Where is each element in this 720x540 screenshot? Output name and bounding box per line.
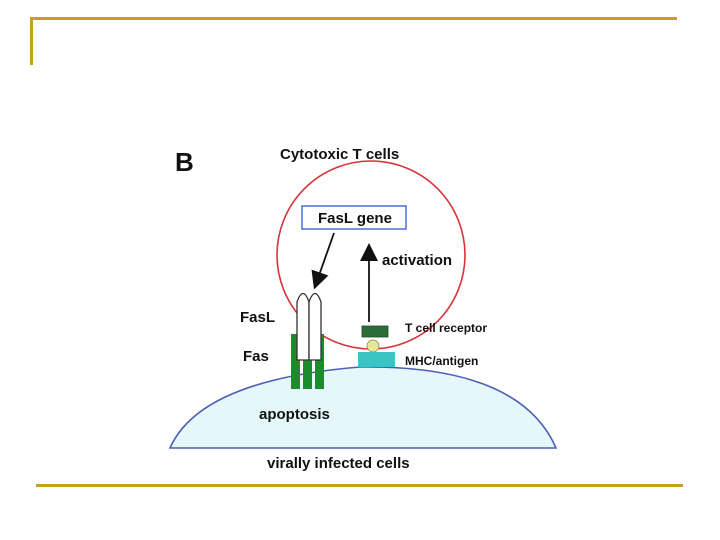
mhc-molecule xyxy=(358,352,395,367)
gene-to-fasl-arrow xyxy=(311,232,335,290)
fas-receptor-bar xyxy=(315,334,324,389)
fasl-gene-label: FasL gene xyxy=(318,210,392,227)
antigen xyxy=(366,339,380,353)
panel-letter: B xyxy=(175,147,194,177)
fasl-ligand xyxy=(296,292,310,361)
cytotoxic-t-cells-label: Cytotoxic T cells xyxy=(280,146,399,163)
slide-frame-top-rule xyxy=(30,17,677,20)
fas-label: Fas xyxy=(243,348,269,365)
apoptosis-label: apoptosis xyxy=(259,406,330,423)
fas-receptor-bar xyxy=(291,334,300,389)
fasl-label: FasL xyxy=(240,309,275,326)
t-cell-receptor xyxy=(361,325,389,338)
slide-frame-bottom-rule xyxy=(36,484,683,487)
activation-label: activation xyxy=(382,252,452,269)
fasl-ligand xyxy=(308,292,322,361)
mhc-antigen-label: MHC/antigen xyxy=(405,354,478,368)
virally-infected-cells-label: virally infected cells xyxy=(267,455,410,472)
t-cell-receptor-label: T cell receptor xyxy=(405,321,487,335)
fasl-gene-box xyxy=(301,205,407,230)
slide-frame-left-rule xyxy=(30,17,33,65)
fas-receptor-bar xyxy=(303,334,312,389)
infected-cell-membrane xyxy=(168,366,558,449)
